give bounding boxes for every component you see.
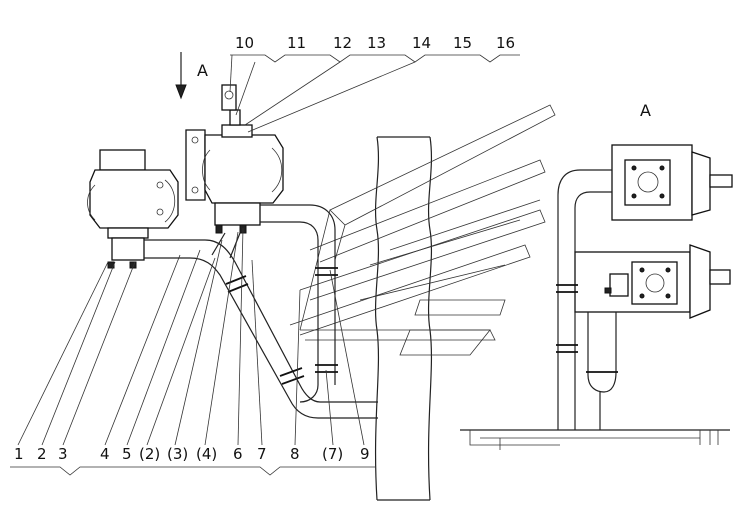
callout-11: 11 xyxy=(287,34,306,52)
callout-2: 2 xyxy=(37,445,47,463)
callout-8: 8 xyxy=(290,445,300,463)
callout-p2: (2) xyxy=(139,445,160,463)
view-direction-arrow: A xyxy=(175,52,208,100)
view-a: A xyxy=(460,101,733,450)
callout-5: 5 xyxy=(122,445,132,463)
callout-p4: (4) xyxy=(196,445,217,463)
bottom-callouts: 1 2 3 4 5 (2) (3) (4) 6 7 8 (7) 9 xyxy=(10,227,375,476)
left-pump xyxy=(87,149,179,269)
chevron-watermark xyxy=(289,104,556,356)
callout-10: 10 xyxy=(235,34,254,52)
callout-13: 13 xyxy=(367,34,386,52)
callout-16: 16 xyxy=(496,34,515,52)
top-callouts: 10 11 12 13 14 15 16 xyxy=(229,34,520,133)
callout-4: 4 xyxy=(100,445,110,463)
callout-1: 1 xyxy=(14,445,24,463)
wall-plate xyxy=(374,136,433,501)
callout-15: 15 xyxy=(453,34,472,52)
callout-12: 12 xyxy=(333,34,352,52)
callout-p3: (3) xyxy=(167,445,188,463)
pipe-system xyxy=(144,204,378,419)
arrow-label: A xyxy=(197,61,208,80)
callout-9: 9 xyxy=(360,445,370,463)
callout-p7: (7) xyxy=(322,445,343,463)
upper-pump xyxy=(185,84,284,234)
callout-7: 7 xyxy=(257,445,267,463)
callout-6: 6 xyxy=(233,445,243,463)
callout-14: 14 xyxy=(412,34,431,52)
callout-3: 3 xyxy=(58,445,68,463)
view-label: A xyxy=(640,101,651,120)
